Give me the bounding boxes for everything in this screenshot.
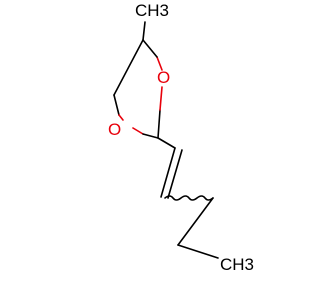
bond-c5-o1-red — [118, 114, 124, 121]
atom-label-oxygen-left: O — [108, 120, 121, 139]
bond-c4-methyl — [142, 21, 146, 41]
bond-c4-c5 — [113, 39, 144, 96]
bond-c5-o1 — [113, 94, 120, 116]
bond-o3-c4 — [142, 39, 158, 58]
bond-c2-o3 — [157, 109, 161, 139]
molecule-structure-diagram: CH3 O O CH3 — [108, 1, 254, 274]
atom-label-oxygen-right: O — [157, 68, 170, 87]
bond-c2-ca — [157, 137, 176, 149]
bond-cd-ch3 — [177, 244, 219, 259]
bond-cb-cc-wavy — [164, 195, 214, 201]
bond-cc-cd — [177, 197, 214, 246]
bond-o3-c4-red — [156, 56, 163, 71]
bond-ca-cb-1 — [160, 147, 176, 198]
atom-label-ch3-top: CH3 — [135, 1, 169, 20]
atom-label-ch3-bottom: CH3 — [220, 255, 254, 274]
bond-ca-cb-2 — [167, 149, 183, 199]
bond-c2-o3-red — [159, 86, 163, 111]
pentenyl-chain — [157, 137, 219, 259]
bond-o1-c2 — [142, 133, 159, 139]
dioxolane-ring — [113, 39, 163, 139]
bond-o1-c2-red — [132, 127, 144, 135]
